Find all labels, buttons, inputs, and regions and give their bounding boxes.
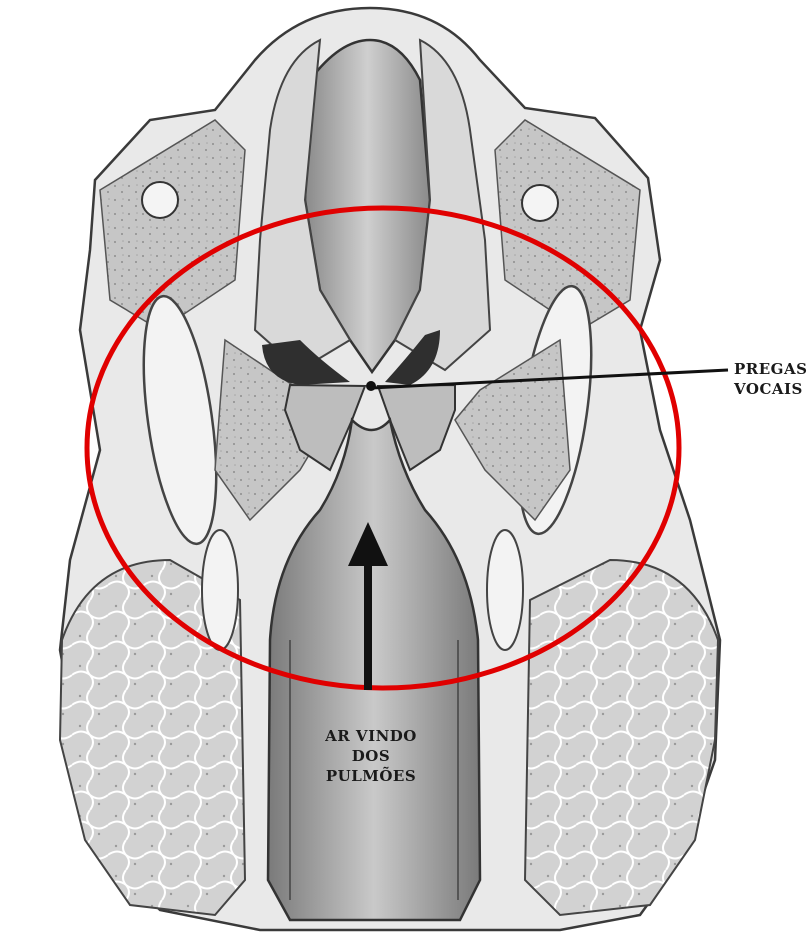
left-vessel	[142, 182, 178, 218]
right-lower-cartilage	[487, 530, 523, 650]
airflow-label-line-2: DOS PULMÕES	[306, 746, 436, 786]
glottis-point	[366, 381, 376, 391]
vocal-folds-label-line-2: VOCAIS	[734, 379, 807, 399]
right-vessel	[522, 185, 558, 221]
airflow-label-line-1: AR VINDO	[306, 726, 436, 746]
airflow-label: AR VINDO DOS PULMÕES	[306, 726, 436, 786]
left-lower-cartilage	[202, 530, 238, 650]
right-thyroid-lobe	[525, 560, 718, 915]
vocal-folds-label-line-1: PREGAS	[734, 359, 807, 379]
vocal-folds-label: PREGAS VOCAIS	[734, 359, 807, 399]
